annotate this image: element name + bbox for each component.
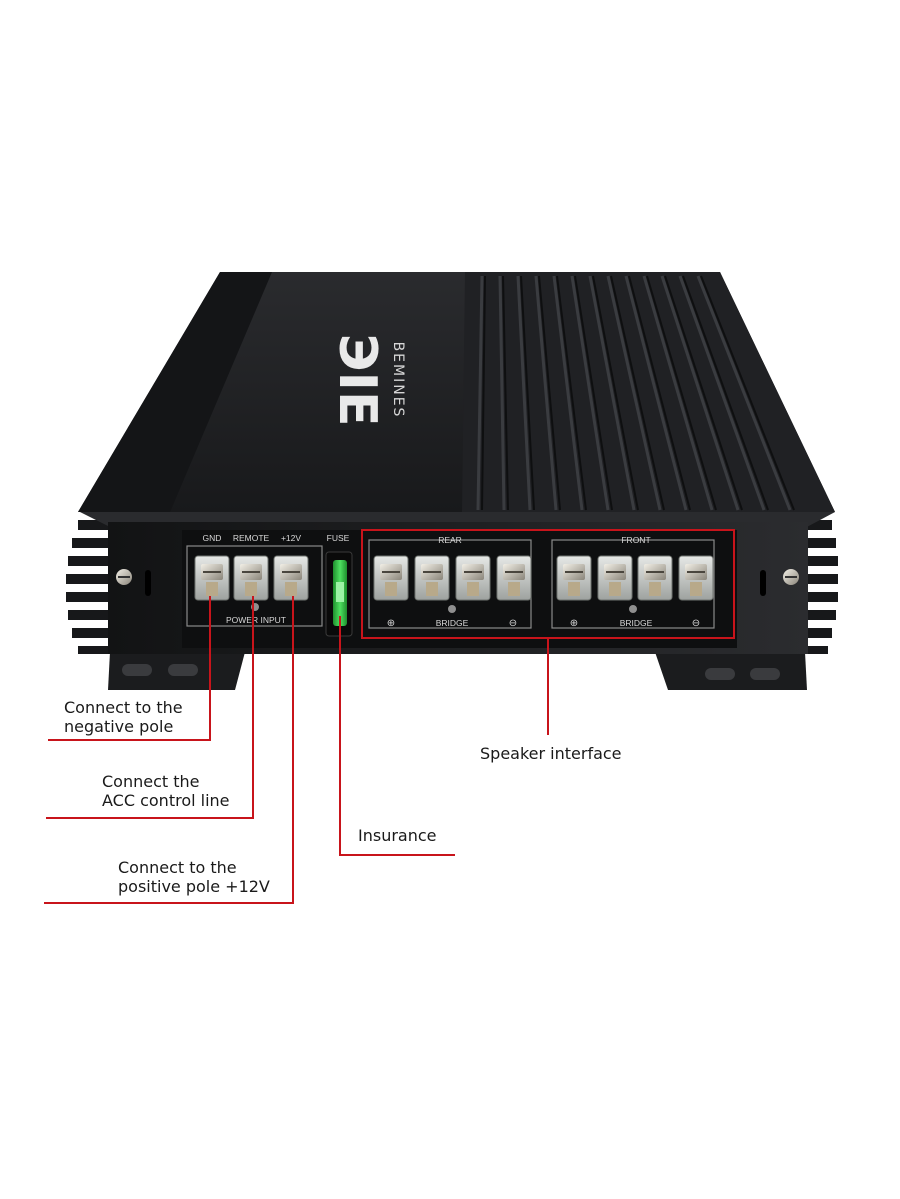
heatsink-ridge bbox=[552, 275, 584, 511]
svg-text:BEMINES: BEMINES bbox=[390, 342, 406, 419]
screw-terminal bbox=[273, 555, 309, 601]
heatsink-ridge bbox=[476, 275, 484, 511]
screw-terminal bbox=[194, 555, 230, 601]
fuse-leader bbox=[339, 616, 455, 856]
heatsink-ridge-shadow bbox=[556, 275, 587, 511]
acc-line-leader bbox=[46, 596, 254, 819]
heatsink-ridge bbox=[570, 275, 610, 511]
front-minus-symbol: ⊖ bbox=[692, 618, 700, 629]
callout-negative-pole: Connect to the negative pole bbox=[64, 698, 183, 736]
callout-positive-pole: Connect to the positive pole +12V bbox=[118, 858, 270, 896]
screw-terminal bbox=[455, 555, 491, 601]
front-plus-symbol: ⊕ bbox=[570, 618, 578, 629]
heatsink-ridge-shadow bbox=[682, 275, 769, 511]
power-input-label: POWER INPUT bbox=[226, 615, 286, 625]
screw-terminal bbox=[496, 555, 532, 601]
rear-plus-symbol: ⊕ bbox=[387, 618, 395, 629]
brand-logo: ЭIE BEMINES bbox=[327, 333, 406, 426]
front-bridge-label: BRIDGE bbox=[620, 618, 653, 628]
heatsink-ridge bbox=[678, 275, 766, 511]
svg-text:ЭIE: ЭIE bbox=[327, 333, 387, 426]
fuse-holder: FUSE bbox=[325, 533, 353, 637]
mounting-feet bbox=[108, 652, 807, 690]
callout-fuse: Insurance bbox=[358, 826, 437, 845]
left-heatsink-fins bbox=[66, 520, 112, 654]
heatsink-ridge bbox=[498, 275, 506, 511]
heatsink-ridge bbox=[588, 275, 636, 511]
negative-pole-leader bbox=[48, 596, 211, 741]
heatsink-ridge-shadow bbox=[592, 275, 639, 511]
positive-pole-leader bbox=[44, 596, 294, 904]
right-heatsink-fins bbox=[805, 520, 838, 654]
heatsink-ridge-shadow bbox=[700, 275, 795, 511]
heatsink-ridge bbox=[624, 275, 688, 511]
heatsink-ridge-shadow bbox=[502, 275, 509, 511]
callout-speaker-interface: Speaker interface bbox=[480, 744, 622, 763]
screw-terminal bbox=[233, 555, 269, 601]
front-label: FRONT bbox=[621, 535, 650, 545]
screw-terminal bbox=[597, 555, 633, 601]
heatsink-ridge bbox=[516, 275, 532, 511]
power-terminals bbox=[194, 555, 309, 601]
gnd-label: GND bbox=[203, 533, 222, 543]
heatsink-ridge bbox=[606, 275, 662, 511]
heatsink-ridge-shadow bbox=[664, 275, 743, 511]
bezel-screw-right bbox=[783, 569, 799, 585]
rear-minus-symbol: ⊖ bbox=[509, 618, 517, 629]
screw-terminal bbox=[373, 555, 409, 601]
heatsink-ridge-shadow bbox=[520, 275, 535, 511]
screw-terminal bbox=[637, 555, 673, 601]
heatsink-ridge-shadow bbox=[646, 275, 717, 511]
heatsink-ridge-shadow bbox=[610, 275, 665, 511]
screw-terminal bbox=[414, 555, 450, 601]
heatsink-ridge bbox=[642, 275, 714, 511]
heatsink-ridges bbox=[476, 275, 795, 511]
heatsink-ridge bbox=[696, 275, 792, 511]
screw-terminal bbox=[556, 555, 592, 601]
rear-bridge-label: BRIDGE bbox=[436, 618, 469, 628]
remote-label: REMOTE bbox=[233, 533, 270, 543]
heatsink-ridge-shadow bbox=[481, 275, 486, 511]
plus12v-label: +12V bbox=[281, 533, 301, 543]
heatsink-ridge bbox=[660, 275, 740, 511]
heatsink-ridge-shadow bbox=[628, 275, 691, 511]
callout-acc-control-line: Connect the ACC control line bbox=[102, 772, 230, 810]
bezel-screw-left bbox=[116, 569, 132, 585]
rear-label: REAR bbox=[438, 535, 462, 545]
heatsink-ridge bbox=[534, 275, 558, 511]
screw-terminal bbox=[678, 555, 714, 601]
callout-lines bbox=[44, 529, 735, 904]
speaker-terminals bbox=[373, 555, 714, 601]
fuse-label: FUSE bbox=[327, 533, 350, 543]
heatsink-ridge-shadow bbox=[538, 275, 561, 511]
heatsink-ridge-shadow bbox=[574, 275, 613, 511]
